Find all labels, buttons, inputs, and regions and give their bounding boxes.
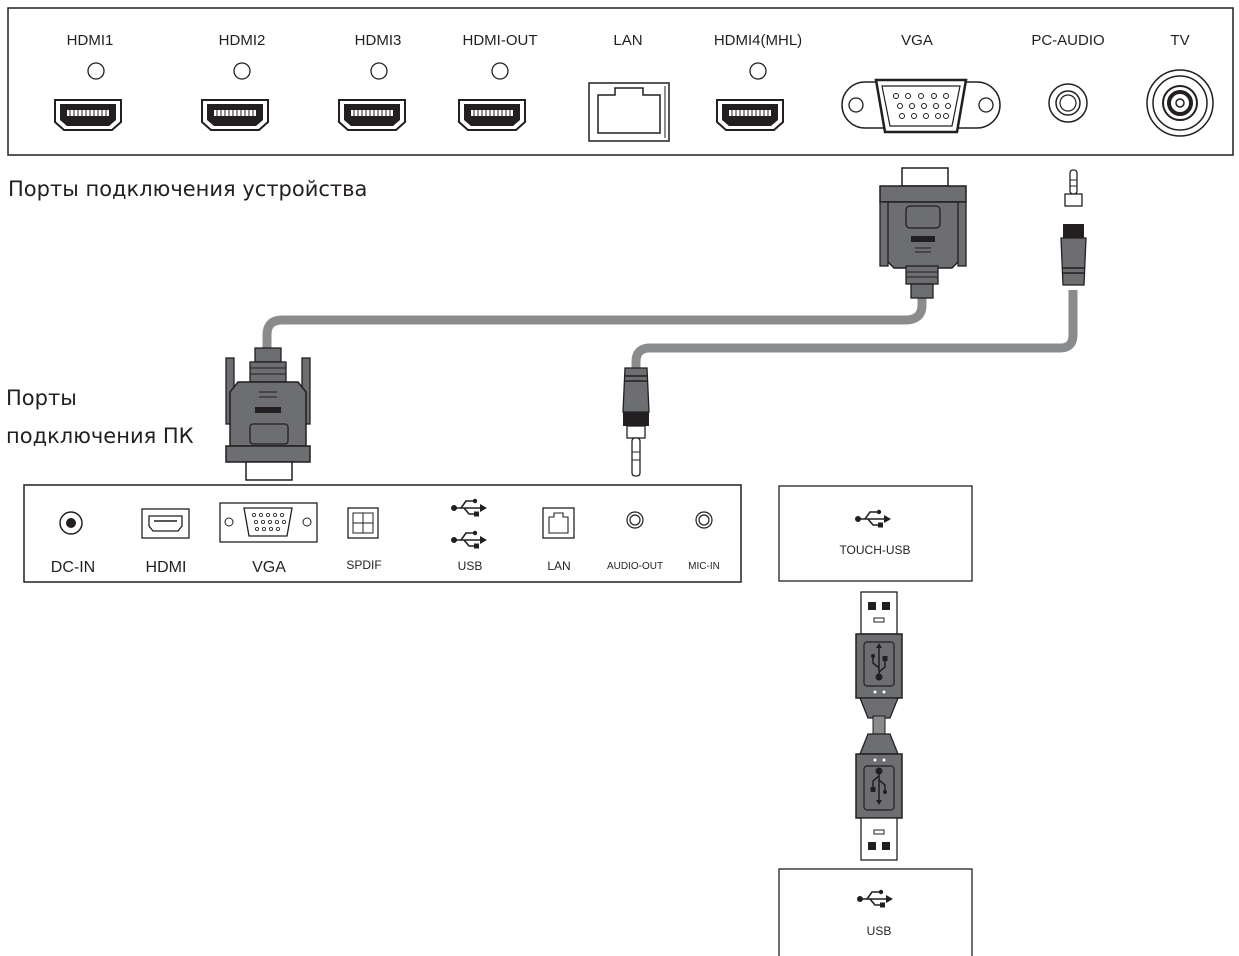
audio-plug-pc-side-icon bbox=[622, 367, 650, 477]
pc-port-label-mic-in: MIC-IN bbox=[688, 561, 720, 572]
hdmi3-port-icon bbox=[338, 99, 406, 131]
audio-plug-device-side-icon bbox=[1060, 169, 1087, 286]
pc-port-label-vga: VGA bbox=[252, 559, 286, 576]
spdif-port-icon bbox=[347, 507, 379, 539]
device-port-label-hdmi4: HDMI4(MHL) bbox=[714, 32, 802, 49]
audio-out-jack-icon bbox=[626, 511, 644, 529]
hdmi4-port-icon bbox=[716, 99, 784, 131]
vga-cable bbox=[262, 295, 927, 350]
usb-label: USB bbox=[867, 924, 892, 938]
device-port-label-hdmi-out: HDMI-OUT bbox=[463, 32, 538, 49]
vga-plug-device-side-icon bbox=[879, 167, 967, 299]
hdmi1-indicator-icon bbox=[87, 62, 105, 80]
hdmi2-indicator-icon bbox=[233, 62, 251, 80]
hdmi2-port-icon bbox=[201, 99, 269, 131]
pc-port-label-audio-out: AUDIO-OUT bbox=[607, 561, 663, 572]
pc-port-label-dc-in: DC-IN bbox=[51, 559, 95, 576]
device-port-label-hdmi1: HDMI1 bbox=[67, 32, 114, 49]
hdmi-out-indicator-icon bbox=[491, 62, 509, 80]
device-port-label-pc-audio: PC-AUDIO bbox=[1031, 32, 1104, 49]
usb-panel bbox=[778, 868, 973, 956]
vga-plug-pc-side-icon bbox=[225, 347, 311, 481]
device-port-label-hdmi3: HDMI3 bbox=[355, 32, 402, 49]
pc-port-label-hdmi: HDMI bbox=[146, 559, 187, 576]
usb-cable bbox=[855, 591, 903, 861]
touch-usb-label: TOUCH-USB bbox=[839, 543, 910, 557]
touch-usb-panel bbox=[778, 485, 973, 582]
pc-audio-jack-icon bbox=[1048, 83, 1088, 123]
tv-coax-port-icon bbox=[1146, 69, 1214, 137]
pc-port-label-spdif: SPDIF bbox=[346, 558, 381, 572]
pc-vga-port-icon bbox=[219, 502, 318, 543]
pc-port-label-usb: USB bbox=[458, 559, 483, 573]
device-port-label-hdmi2: HDMI2 bbox=[219, 32, 266, 49]
device-port-label-tv: TV bbox=[1170, 32, 1189, 49]
vga-port-icon bbox=[841, 78, 1001, 134]
mic-in-jack-icon bbox=[695, 511, 713, 529]
hdmi1-port-icon bbox=[54, 99, 122, 131]
hdmi3-indicator-icon bbox=[370, 62, 388, 80]
pc-port-label-lan: LAN bbox=[547, 559, 570, 573]
hdmi4-indicator-icon bbox=[749, 62, 767, 80]
dc-in-icon bbox=[59, 511, 83, 535]
device-port-label-lan: LAN bbox=[613, 32, 642, 49]
audio-cable bbox=[631, 290, 1078, 370]
hdmi-out-port-icon bbox=[458, 99, 526, 131]
pc-lan-port-icon bbox=[542, 507, 575, 539]
lan-port-icon bbox=[588, 82, 670, 142]
pc-ports-caption-line2: подключения ПК bbox=[6, 424, 194, 448]
device-port-label-vga: VGA bbox=[901, 32, 933, 49]
pc-ports-caption-line1: Порты bbox=[6, 386, 77, 410]
device-ports-caption: Порты подключения устройства bbox=[8, 177, 367, 201]
pc-hdmi-port-icon bbox=[141, 508, 190, 539]
